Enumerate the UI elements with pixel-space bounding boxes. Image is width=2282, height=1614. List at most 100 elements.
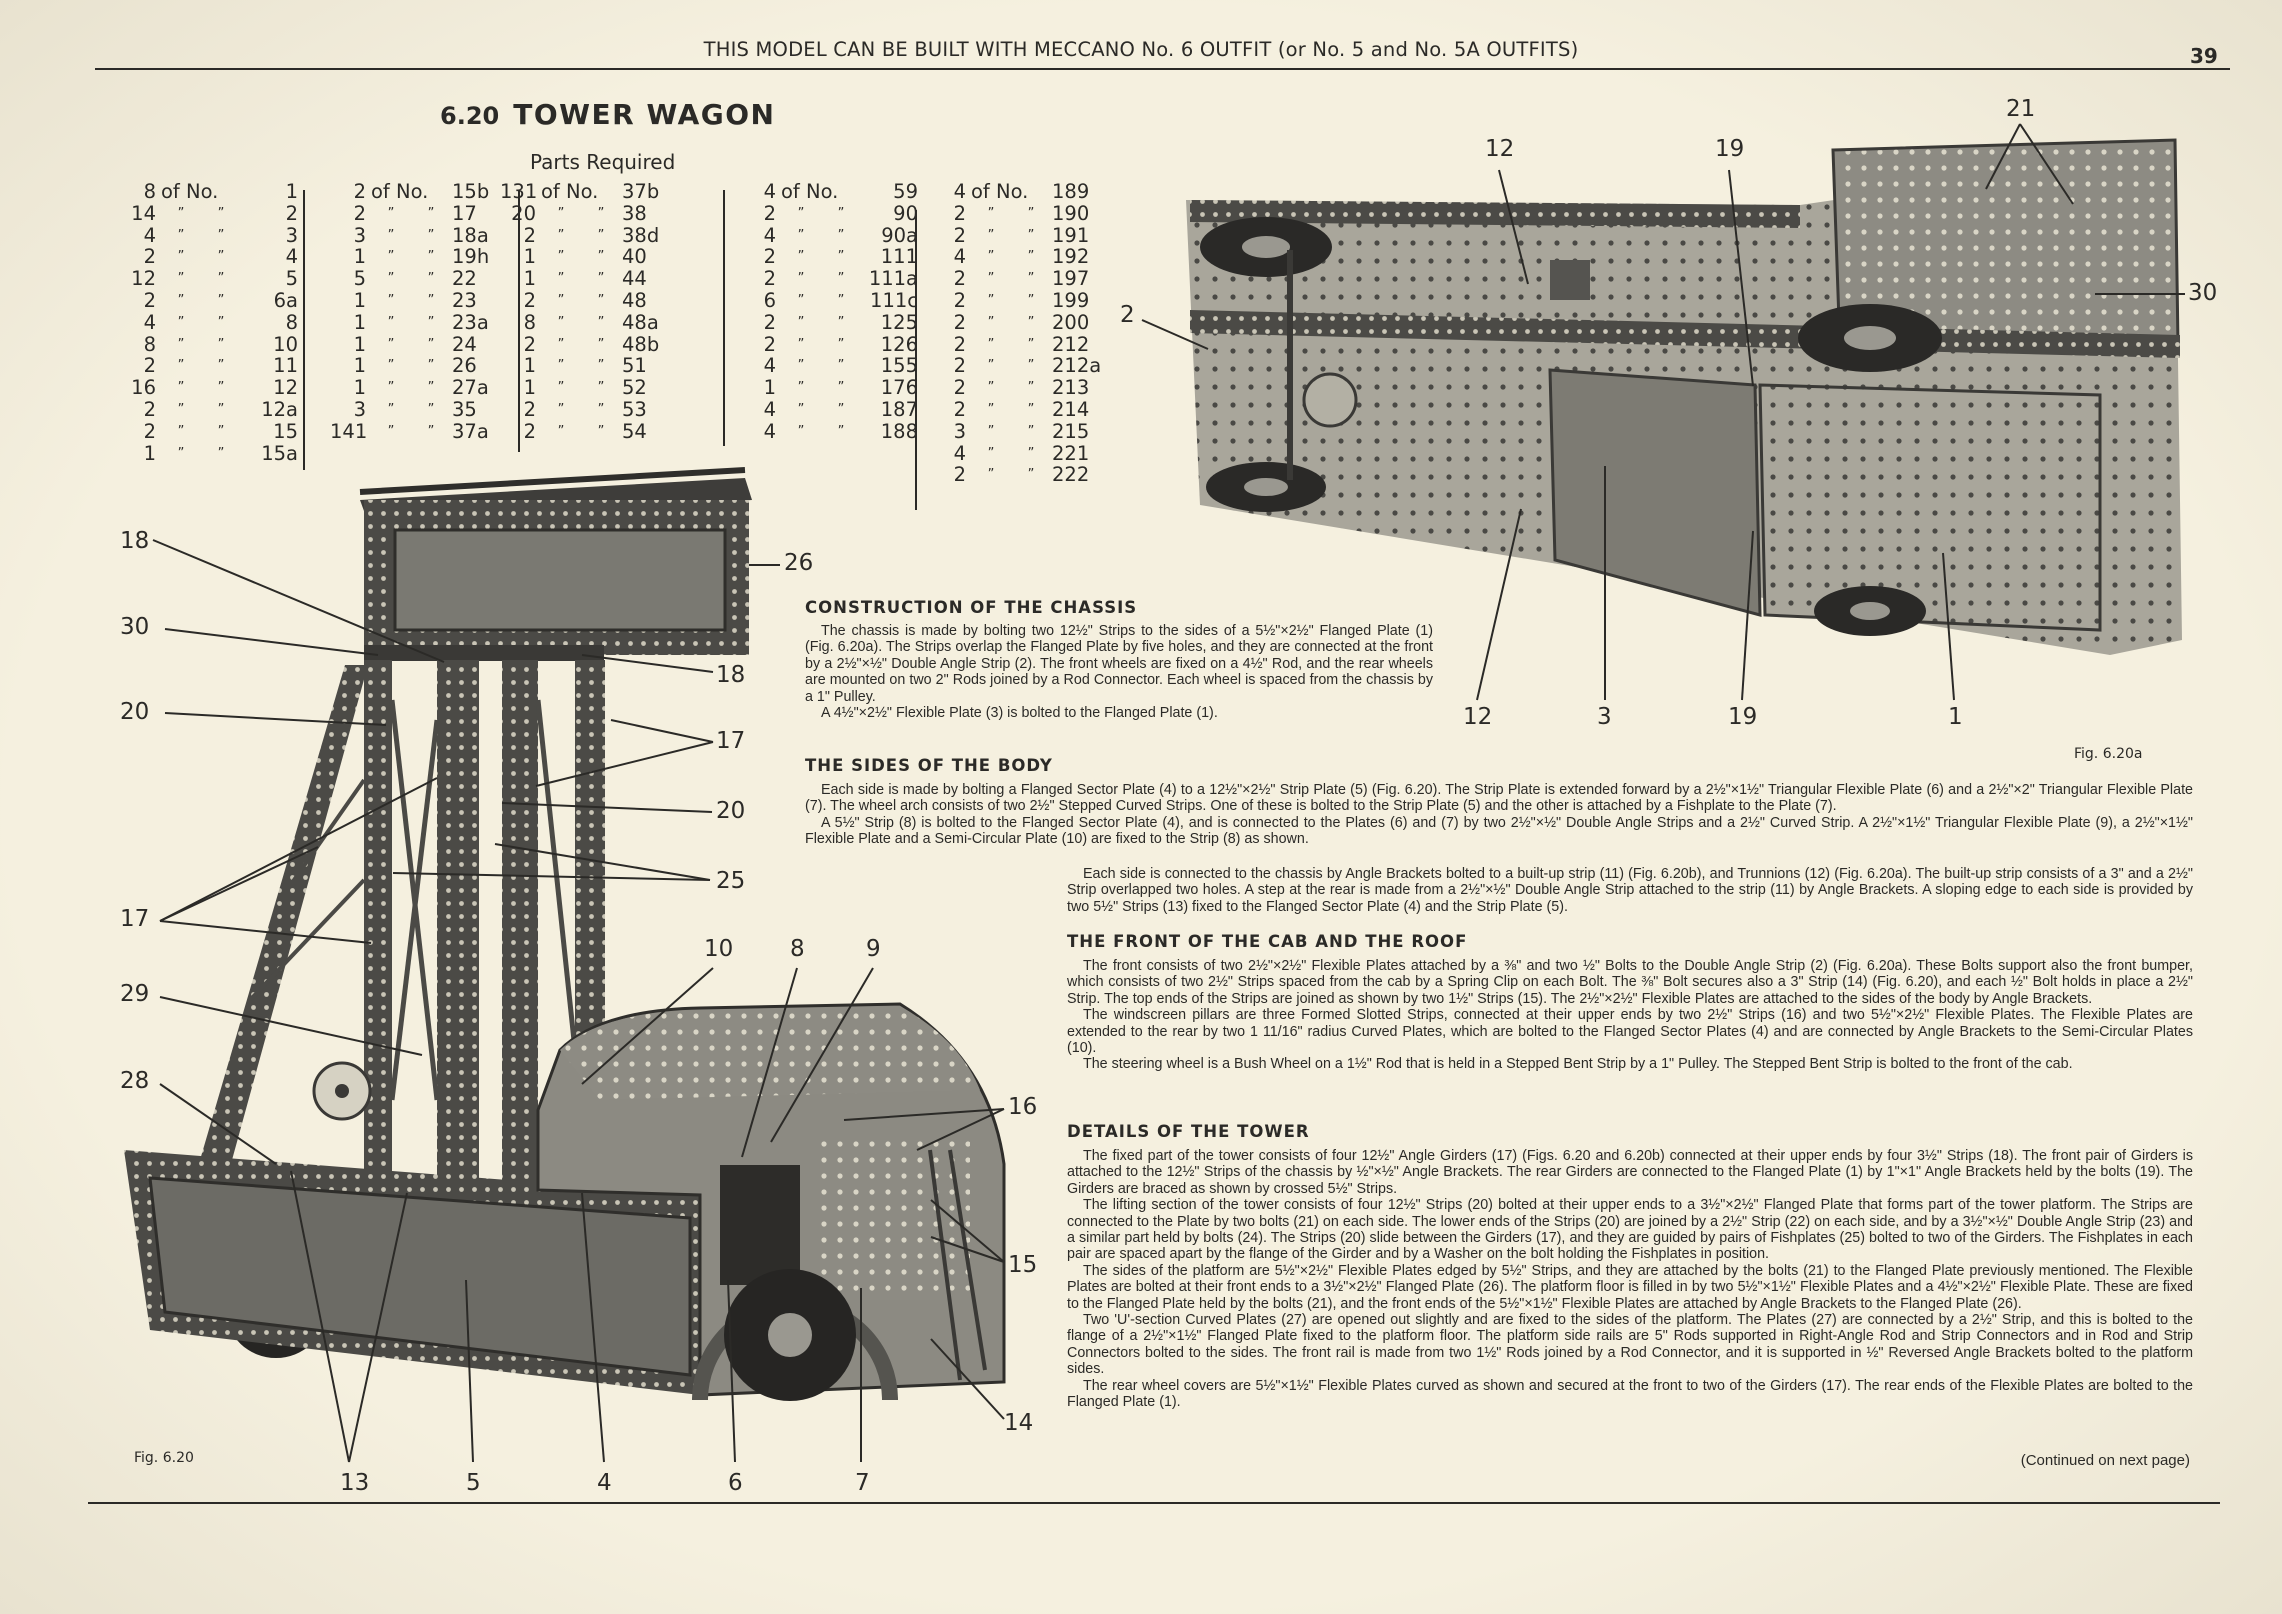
part-quantity: 4 bbox=[953, 441, 966, 465]
ditto-marks: ”” bbox=[366, 355, 452, 377]
part-quantity: 2 bbox=[353, 180, 366, 203]
ditto-mark: ” bbox=[177, 401, 185, 417]
callout-8: 8 bbox=[790, 936, 805, 962]
tower-bracing bbox=[200, 665, 368, 1160]
continued-note: (Continued on next page) bbox=[2020, 1452, 2190, 1469]
pulley bbox=[1302, 372, 1358, 428]
parts-row: 2””111 bbox=[740, 246, 918, 268]
figure-caption: Fig. 6.20 bbox=[134, 1450, 194, 1466]
part-number: 48 bbox=[622, 288, 647, 312]
parts-row: 141””37a bbox=[330, 420, 508, 443]
callout-4: 4 bbox=[597, 1470, 612, 1496]
paragraph: The windscreen pillars are three Formed … bbox=[1067, 1007, 2193, 1057]
ditto-marks: ”” bbox=[966, 203, 1052, 225]
ditto-mark: ” bbox=[557, 380, 565, 396]
callout-6: 6 bbox=[728, 1470, 743, 1496]
callout-25: 25 bbox=[716, 868, 746, 894]
part-quantity: 1 bbox=[353, 332, 366, 356]
ditto-marks: ”” bbox=[776, 290, 862, 312]
ditto-marks: ”” bbox=[776, 312, 862, 334]
callout-1: 1 bbox=[1948, 704, 1963, 730]
section-body-sides: Each side is made by bolting a Flanged S… bbox=[805, 782, 2193, 848]
ditto-mark: ” bbox=[837, 336, 845, 352]
part-quantity: 16 bbox=[131, 376, 156, 400]
wagon-body bbox=[124, 1061, 700, 1395]
ditto-marks: ”” bbox=[536, 268, 622, 290]
part-number: 38 bbox=[622, 201, 647, 225]
parts-row: 2””214 bbox=[930, 399, 1108, 421]
part-number: 17 bbox=[452, 201, 477, 225]
part-number: 5 bbox=[285, 267, 298, 291]
part-number: 59 bbox=[893, 180, 918, 203]
of-no-label: of No. bbox=[371, 180, 429, 203]
part-quantity: 2 bbox=[523, 419, 536, 443]
ditto-mark: ” bbox=[387, 314, 395, 330]
part-number: 44 bbox=[622, 267, 647, 291]
ditto-mark: ” bbox=[1027, 227, 1035, 243]
section-heading-sides: THE SIDES OF THE BODY bbox=[805, 756, 1053, 775]
part-quantity: 1 bbox=[763, 376, 776, 400]
part-quantity: 2 bbox=[953, 223, 966, 247]
ditto-mark: ” bbox=[797, 292, 805, 308]
ditto-mark: ” bbox=[427, 423, 435, 439]
ditto-marks: ”” bbox=[536, 203, 622, 225]
callout-10: 10 bbox=[704, 936, 734, 962]
ditto-mark: ” bbox=[557, 336, 565, 352]
ditto-marks: ”” bbox=[966, 312, 1052, 334]
ditto-marks: ”” bbox=[776, 355, 862, 377]
ditto-mark: ” bbox=[987, 205, 995, 221]
part-number: 125 bbox=[880, 310, 918, 334]
ditto-mark: ” bbox=[597, 423, 605, 439]
parts-row: 4””221 bbox=[930, 441, 1108, 465]
fig-6-20-leader-lines bbox=[152, 539, 1005, 1463]
ditto-mark: ” bbox=[177, 336, 185, 352]
ditto-mark: ” bbox=[1027, 249, 1035, 265]
ditto-mark: ” bbox=[987, 227, 995, 243]
ditto-marks: ”” bbox=[776, 268, 862, 290]
ditto-mark: ” bbox=[217, 314, 225, 330]
parts-row: 16””12 bbox=[120, 377, 298, 399]
parts-row: 2””90 bbox=[740, 202, 918, 225]
parts-row: 2””197 bbox=[930, 268, 1108, 290]
part-number: 111 bbox=[880, 245, 918, 269]
part-quantity: 2 bbox=[953, 288, 966, 312]
part-quantity: 8 bbox=[143, 180, 156, 203]
ditto-mark: ” bbox=[837, 292, 845, 308]
ditto-marks: ”” bbox=[536, 421, 622, 443]
part-number: 12a bbox=[261, 397, 298, 421]
ditto-mark: ” bbox=[987, 336, 995, 352]
parts-divider bbox=[915, 210, 917, 510]
parts-row: 6””111c bbox=[740, 290, 918, 312]
part-number: 176 bbox=[880, 376, 918, 400]
parts-row: 1””40 bbox=[500, 246, 678, 268]
ditto-marks: ”” bbox=[536, 225, 622, 247]
ditto-marks: ”” bbox=[156, 312, 242, 334]
parts-row: 2””126 bbox=[740, 332, 918, 356]
part-number: 15 bbox=[273, 419, 298, 443]
paragraph: The steering wheel is a Bush Wheel on a … bbox=[1083, 1056, 2073, 1073]
ditto-mark: ” bbox=[1027, 358, 1035, 374]
ditto-mark: ” bbox=[987, 467, 995, 483]
ditto-mark: ” bbox=[597, 380, 605, 396]
part-number: 27a bbox=[452, 376, 489, 400]
parts-row: 2””15 bbox=[120, 419, 298, 443]
part-quantity: 2 bbox=[953, 310, 966, 334]
paragraph: The rear wheel covers are 5½"×1½" Flexib… bbox=[1067, 1377, 2193, 1411]
ditto-mark: ” bbox=[387, 271, 395, 287]
callout-2: 2 bbox=[1120, 302, 1135, 328]
callout-9: 9 bbox=[866, 936, 881, 962]
part-number: 2 bbox=[285, 201, 298, 225]
ditto-mark: ” bbox=[427, 227, 435, 243]
part-number: 200 bbox=[1052, 310, 1090, 334]
part-number: 126 bbox=[880, 332, 918, 356]
ditto-mark: ” bbox=[177, 380, 185, 396]
figure-caption: Fig. 6.20a bbox=[2074, 746, 2143, 762]
part-quantity: 2 bbox=[523, 223, 536, 247]
part-quantity: 3 bbox=[953, 419, 966, 443]
part-quantity: 8 bbox=[523, 310, 536, 334]
parts-row: 4””187 bbox=[740, 399, 918, 421]
part-quantity: 1 bbox=[143, 441, 156, 465]
